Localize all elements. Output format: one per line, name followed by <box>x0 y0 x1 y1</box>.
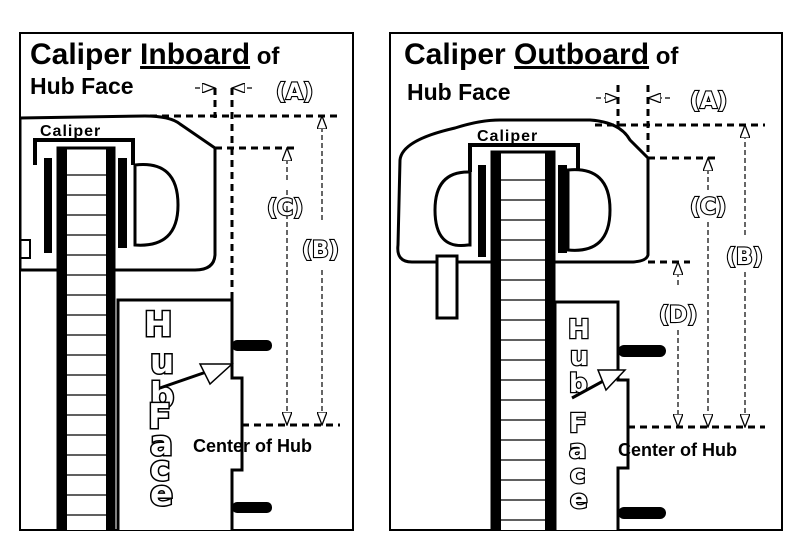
right-caliper-label: Caliper <box>477 128 538 145</box>
right-title: Caliper Outboard of <box>404 38 679 71</box>
right-dim-b-label: (B) <box>726 245 763 270</box>
left-stud-bottom <box>232 502 272 513</box>
left-hubface-arrowhead <box>198 363 234 386</box>
right-dim-d-label: (D) <box>659 303 697 328</box>
left-subtitle: Hub Face <box>30 73 134 99</box>
left-hub-letter-2: u <box>150 342 174 382</box>
left-hub <box>116 298 244 530</box>
right-hubface-arrowhead <box>596 369 627 392</box>
left-piston <box>133 163 180 247</box>
right-hub-letter-2: u <box>570 342 589 372</box>
right-hubface-pointer <box>571 378 606 400</box>
left-caliper-label: Caliper <box>40 123 101 140</box>
right-subtitle: Hub Face <box>407 79 511 105</box>
left-title: Caliper Inboard of <box>30 38 280 71</box>
left-face-letter-1: F <box>148 397 171 437</box>
right-stud-top <box>618 345 666 357</box>
right-dim-a-label: (A) <box>690 89 727 114</box>
right-dim-c-label: (C) <box>690 195 726 220</box>
left-rotor <box>56 146 116 530</box>
left-face-letter-4: e <box>150 474 173 514</box>
right-hub <box>553 300 630 530</box>
right-center-of-hub-label: Center of Hub <box>618 440 737 460</box>
right-stud-bottom <box>618 507 666 519</box>
right-rotor <box>490 150 556 530</box>
right-face-letter-1: F <box>569 409 587 439</box>
right-face-letter-4: e <box>570 485 588 515</box>
left-inner-pad <box>44 158 52 253</box>
left-face-letter-2: a <box>150 424 173 464</box>
left-hub-letter-1: H <box>144 305 172 345</box>
right-hub-letter-1: H <box>568 315 590 345</box>
right-outer-pad <box>558 165 567 253</box>
right-face-letter-3: c <box>570 460 585 490</box>
right-caliper-bracket <box>468 143 580 172</box>
right-face-letter-2: a <box>569 435 587 465</box>
right-inboard-lobe <box>433 170 472 248</box>
left-dim-b-label: (B) <box>302 238 339 263</box>
left-outer-pad <box>118 158 127 248</box>
left-panel: Caliper Inboard of Hub Face Caliper <box>19 32 354 531</box>
left-caliper-bracket <box>33 138 135 165</box>
left-dim-c-label: (C) <box>267 196 303 221</box>
right-inner-pad <box>478 165 486 257</box>
left-dim-a-label: (A) <box>276 80 313 105</box>
right-panel: Caliper Outboard of Hub Face Caliper <box>389 32 783 531</box>
right-piston <box>566 168 612 252</box>
left-stud-top <box>232 340 272 351</box>
left-hub-letter-3: b <box>150 376 174 416</box>
right-mounting-tab <box>435 254 459 320</box>
left-face-letter-3: c <box>150 449 170 489</box>
left-hubface-pointer <box>159 368 213 390</box>
left-center-of-hub-label: Center of Hub <box>193 436 312 456</box>
